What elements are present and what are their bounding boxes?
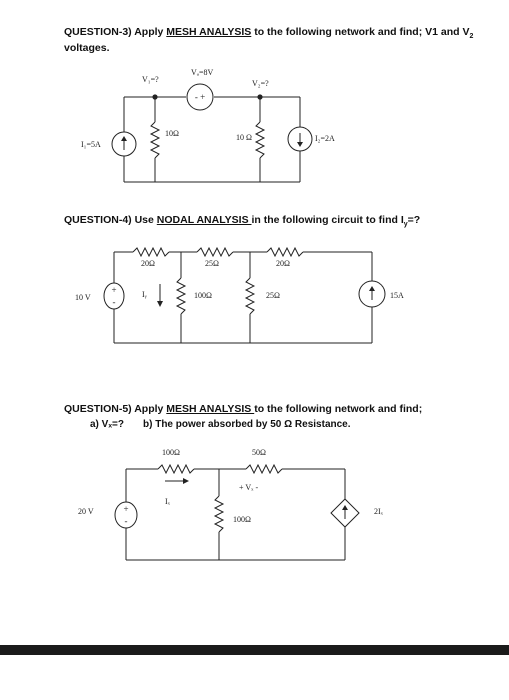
q3-label-i2: I₂=2A [315,134,335,143]
question-3-line2: voltages. [64,42,110,54]
q3-label-r2: 10 Ω [236,133,252,142]
q5-suffix: to the following network and find; [254,403,423,415]
q4-label-r-top3: 20Ω [276,259,290,268]
q3-label-va: Vₐ=8V [191,68,213,77]
q3-method: MESH ANALYSIS [166,26,252,38]
q3-source-minus-plus: - + [195,92,205,102]
q3-label-v2: V₂=? [252,79,269,88]
q4-label-iy: Iᵧ [142,290,148,299]
q4-subscript: y [403,221,408,229]
q3-resistor-1 [149,121,161,159]
q5-label-ix: Iₓ [165,497,171,506]
question-5-title: QUESTION-5) Apply MESH ANALYSIS to the f… [64,401,422,417]
q5-source-plus: + [123,504,128,514]
question-4-title: QUESTION-4) Use NODAL ANALYSIS in the fo… [64,212,420,233]
q4-current-source [358,280,386,308]
q3-suffix: to the following network and find; V1 an… [251,26,470,38]
q3-circuit [111,83,313,183]
q4-resistor-mid-2 [244,277,256,315]
q5-dependent-source [330,498,360,528]
q5-prefix: QUESTION-5) Apply [64,403,167,415]
q5-label-r-top1: 100Ω [162,448,180,457]
q3-label-i1: I₁=5A [81,140,101,149]
q3-prefix: QUESTION-3) Apply [64,26,167,38]
q4-source-minus: - [113,297,116,307]
q5-part-a: a) Vₓ=? [90,419,124,430]
q4-voltage-source [103,282,125,310]
q5-circuit [114,463,360,561]
q5-resistor-mid [213,495,225,533]
q3-voltage-source [186,83,214,111]
q4-resistor-top-3 [266,246,304,258]
q4-label-r-top2: 25Ω [205,259,219,268]
q5-label-r-mid: 100Ω [233,515,251,524]
q4-suffix: in the following circuit to find I [251,214,404,226]
q4-label-v-src: 10 V [75,293,91,302]
q4-resistor-top-1 [132,246,170,258]
q5-label-v-src: 20 V [78,507,94,516]
q5-resistor-top-2 [245,463,283,475]
q3-resistor-2 [254,121,266,159]
q4-label-r-mid1: 100Ω [194,291,212,300]
q4-resistor-top-2 [196,246,234,258]
q4-circuit [103,246,386,344]
q4-label-r-top1: 20Ω [141,259,155,268]
bottom-bar [0,645,509,655]
q4-source-plus: + [111,285,116,295]
q5-source-minus: - [125,516,128,526]
q3-current-source-right [287,126,313,152]
q4-prefix: QUESTION-4) Use [64,214,157,226]
q4-label-i-src: 15A [390,291,404,300]
q5-method: MESH ANALYSIS [166,403,255,415]
question-3-title: QUESTION-3) Apply MESH ANALYSIS to the f… [64,24,473,45]
q4-resistor-mid-1 [175,277,187,315]
q3-label-v1: V₁=? [142,75,159,84]
q4-method: NODAL ANALYSIS [156,214,252,226]
q5-voltage-source [114,501,138,529]
q5-label-dep-src: 2Iₓ [374,507,384,516]
q5-label-r-top2: 50Ω [252,448,266,457]
q4-label-r-mid2: 25Ω [266,291,280,300]
q3-subscript: 2 [469,33,474,41]
q5-label-vx: + Vₓ - [239,483,258,492]
q5-resistor-top-1 [157,463,195,475]
q3-current-source-left [111,131,137,157]
q4-tail: =? [407,214,421,226]
q3-label-r1: 10Ω [165,129,179,138]
q5-part-b: b) The power absorbed by 50 Ω Resistance… [143,419,351,430]
